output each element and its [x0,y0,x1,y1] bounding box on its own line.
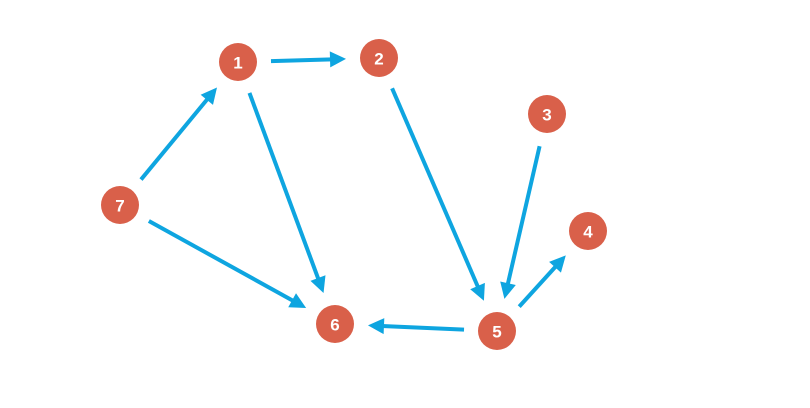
node-label: 7 [115,197,124,216]
node-circle [360,39,398,77]
edge-line [139,96,210,181]
edge-line [517,264,558,308]
node-3: 3 [528,95,566,133]
node-circle [569,212,607,250]
node-7: 7 [101,186,139,224]
node-5: 5 [478,312,516,350]
node-circle [219,43,257,81]
arrowhead-icon [310,275,326,294]
arrowhead-icon [329,51,347,68]
node-circle [528,95,566,133]
edge-2-to-5 [390,87,485,301]
node-label: 2 [374,50,383,69]
node-circle [101,186,139,224]
node-4: 4 [569,212,607,250]
node-label: 4 [583,223,593,242]
edges-layer [139,51,566,335]
arrowhead-icon [200,87,217,105]
node-6: 6 [316,305,354,343]
edge-1-to-6 [247,92,326,294]
edge-line [270,57,333,64]
node-circle [478,312,516,350]
arrowhead-icon [288,293,307,309]
edge-line [505,145,542,286]
arrowhead-icon [470,282,485,301]
edge-7-to-6 [147,219,307,309]
node-circle [316,305,354,343]
node-label: 3 [542,106,551,125]
edge-line [247,92,321,281]
edge-line [390,87,481,289]
arrowhead-icon [367,318,385,335]
nodes-layer: 1 2 3 4 5 6 7 [101,39,607,350]
node-2: 2 [360,39,398,77]
node-label: 5 [492,323,501,342]
arrowhead-icon [500,281,516,299]
node-1: 1 [219,43,257,81]
edge-line [147,219,295,303]
node-label: 6 [330,316,339,335]
edge-3-to-5 [500,145,542,299]
edge-5-to-4 [517,255,566,308]
edge-1-to-2 [270,51,347,68]
edge-5-to-6 [367,318,465,335]
edge-line [381,324,465,332]
edge-7-to-1 [139,87,217,181]
node-label: 1 [233,54,242,73]
arrowhead-icon [549,255,566,273]
